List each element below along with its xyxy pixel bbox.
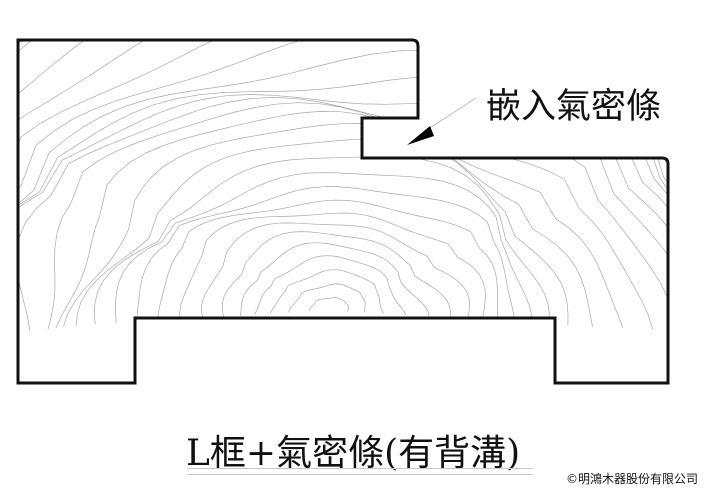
grain-line [179, 212, 486, 320]
arrow-head-icon [407, 126, 434, 145]
grain-line [18, 40, 668, 344]
grain-line [288, 283, 366, 313]
frame-outline [16, 38, 670, 385]
grain-line [18, 40, 668, 339]
copyright-text: ©明鴻木器股份有限公司 [566, 472, 699, 486]
grain-line [18, 40, 668, 345]
grain-line [18, 97, 668, 331]
grain-line [18, 40, 668, 336]
grain-line [18, 40, 668, 342]
weatherstrip-callout-label: 嵌入氣密條 [486, 87, 662, 127]
leader-line [424, 97, 477, 132]
grain-line [18, 75, 668, 333]
grain-line [157, 199, 499, 321]
grain-line [55, 111, 624, 329]
grain-line [269, 269, 384, 314]
grain-line [94, 156, 550, 325]
diagram-title: L框+氣密條(有背溝) [186, 433, 521, 474]
grain-line [47, 102, 654, 330]
grain-line [18, 49, 668, 335]
grain-line [115, 172, 533, 324]
title-underline [187, 468, 533, 469]
grain-line [76, 138, 569, 326]
title-underline-2 [187, 474, 533, 475]
grain-line [221, 231, 451, 318]
grain-line [18, 40, 668, 341]
grain-line [309, 297, 350, 312]
grain-line [63, 123, 593, 327]
grain-line [239, 242, 430, 317]
grain-line [136, 186, 515, 323]
grain-line [18, 40, 668, 347]
grain-line [18, 94, 668, 332]
grain-line [201, 222, 471, 319]
grain-line [254, 255, 407, 315]
wood-grain-lines [18, 40, 668, 347]
